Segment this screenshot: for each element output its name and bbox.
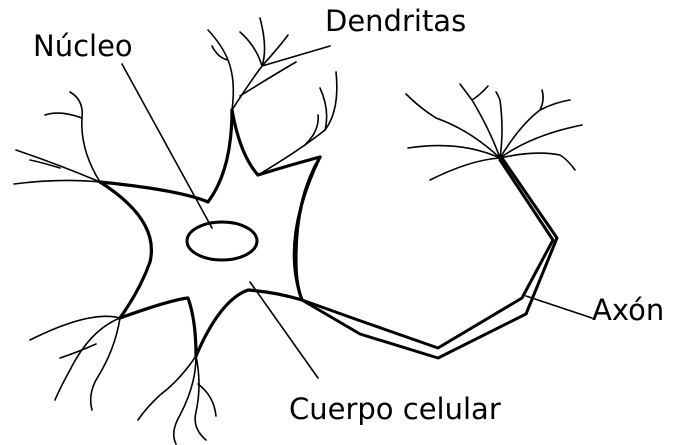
cell-body-bottom-edge: [120, 298, 196, 356]
dendrites-leader-line: [262, 46, 330, 66]
dendrite-bottom-3: [174, 356, 196, 444]
nucleus-shape: [187, 222, 257, 260]
dendrite-top-2: [232, 18, 265, 110]
axon-shape: [294, 157, 557, 358]
dendrite-terminal-3: [430, 158, 500, 180]
cell-body-label: Cuerpo celular: [289, 395, 501, 424]
dendrite-left-4: [45, 113, 82, 118]
cell-body-outline: [100, 110, 320, 356]
dendrite-terminal-4: [460, 84, 500, 158]
nucleus-leader-line: [122, 64, 212, 228]
dendrite-bottom-left-2: [55, 318, 120, 400]
dendrite-terminal-8: [500, 153, 575, 170]
dendrite-left-2: [70, 92, 100, 182]
axon-label: Axón: [592, 296, 664, 325]
dendrites-label: Dendritas: [325, 7, 466, 36]
cell-body-right-edge: [296, 157, 320, 300]
dendrite-bottom-left-1: [30, 316, 120, 340]
nucleus-label: Núcleo: [33, 32, 133, 61]
dendrite-top-3: [240, 32, 262, 66]
cell-body-bottom-right-edge: [196, 290, 302, 356]
dendrite-bottom-left-3: [91, 318, 120, 410]
cell-body-left-edge: [100, 182, 151, 318]
dendrite-upper-right-1: [258, 72, 337, 175]
cell-body-top-left-edge: [100, 110, 232, 202]
dendrite-bottom-1: [138, 356, 196, 420]
dendrite-left-3: [14, 180, 100, 184]
dendrite-terminal-2: [408, 146, 500, 158]
dendrite-terminal-9: [472, 86, 488, 100]
dendrite-top-1: [208, 30, 233, 110]
dendrite-bottom-2: [195, 356, 206, 440]
axon-leader-line: [526, 296, 592, 318]
dendrite-bottom-4: [198, 384, 216, 416]
dendrite-top-4: [240, 62, 296, 96]
dendrite-upper-right-2: [320, 88, 327, 130]
dendrite-terminal-10: [540, 90, 543, 110]
leader-lines: [122, 46, 592, 378]
dendrite-terminal-6: [500, 100, 570, 158]
